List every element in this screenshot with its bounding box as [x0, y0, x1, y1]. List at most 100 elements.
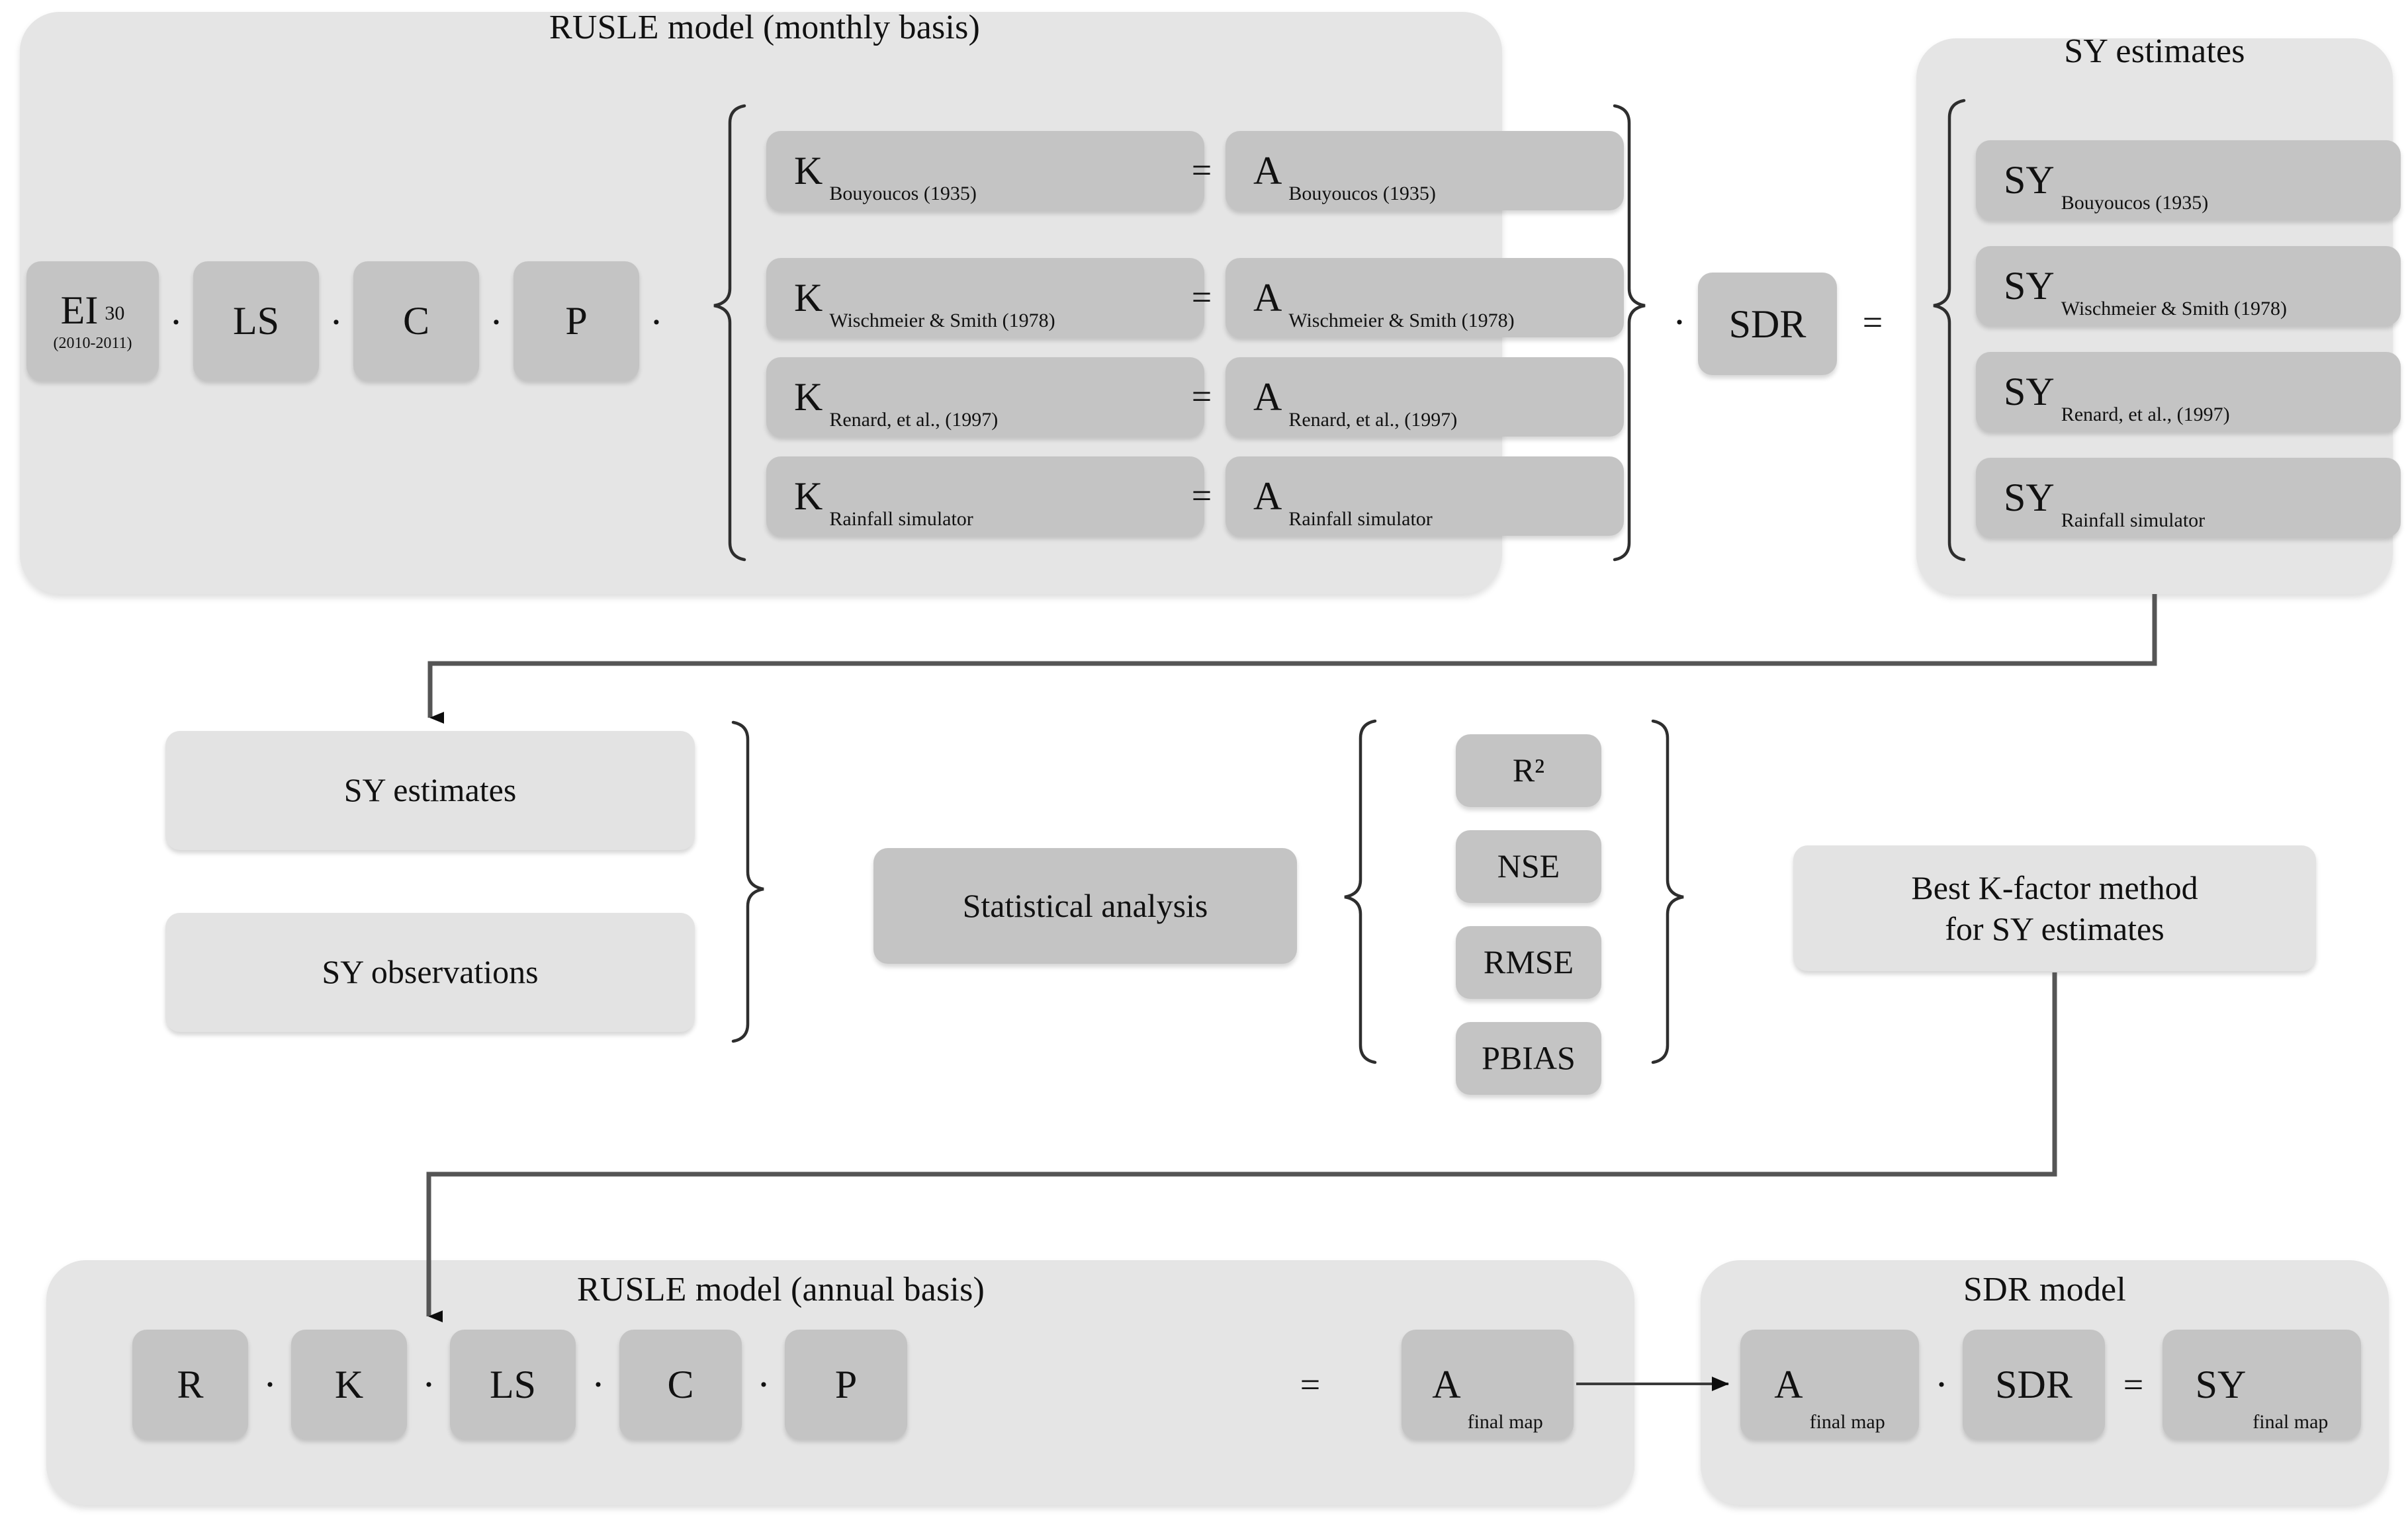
a-sub: Bouyoucos (1935) [1288, 183, 1436, 204]
output-main: SY [2195, 1362, 2247, 1406]
input-main: A [1774, 1362, 1803, 1406]
k-factor-chip-wischmeier-smith: K Wischmeier & Smith (1978) [766, 258, 1204, 337]
sdr-input-chip-a-final-map: A final map [1740, 1330, 1919, 1439]
best-k-factor-line1: Best K-factor method [1911, 869, 2198, 906]
a-sub: Renard, et al., (1997) [1288, 409, 1458, 431]
factor-main: C [667, 1362, 694, 1406]
input-sub: final map [1809, 1411, 1885, 1433]
annual-factor-chip-c: C [619, 1330, 742, 1439]
factor-chip-ls: LS [193, 261, 319, 380]
statistical-analysis-label: Statistical analysis [962, 886, 1208, 924]
metric-chip-rmse: RMSE [1456, 926, 1601, 999]
equals-k-a-3: = [1191, 376, 1212, 416]
sy-estimate-chip-wischmeier-smith: SY Wischmeier & Smith (1978) [1976, 246, 2401, 325]
sy-estimate-chip-bouyoucos: SY Bouyoucos (1935) [1976, 140, 2401, 220]
brace-metrics-right [1651, 719, 1684, 1064]
a-main: A [1253, 276, 1282, 320]
factor-chip-ei30: EI 30 (2010-2011) [26, 261, 159, 380]
panel-rusle-monthly-title: RUSLE model (monthly basis) [549, 9, 981, 46]
middle-input-label: SY observations [322, 953, 539, 991]
equals-k-a-2: = [1191, 277, 1212, 317]
metric-label: RMSE [1483, 943, 1574, 981]
sdr-chip: SDR [1698, 273, 1837, 375]
a-factor-chip-wischmeier-smith: A Wischmeier & Smith (1978) [1226, 258, 1624, 337]
annual-factor-chip-r: R [132, 1330, 248, 1439]
annual-factor-chip-ls: LS [450, 1330, 576, 1439]
sy-estimate-chip-renard: SY Renard, et al., (1997) [1976, 352, 2401, 431]
factor-main: K [334, 1362, 364, 1406]
a-factor-chip-renard: A Renard, et al., (1997) [1226, 357, 1624, 437]
factor-main: P [834, 1362, 858, 1406]
k-factor-chip-rainfall-simulator: K Rainfall simulator [766, 456, 1204, 536]
k-sub: Renard, et al., (1997) [829, 409, 999, 431]
middle-chip-sy-estimates: SY estimates [165, 731, 695, 850]
factor-sub: 30 [105, 302, 125, 324]
output-main: A [1432, 1362, 1461, 1406]
middle-input-label: SY estimates [343, 771, 517, 809]
factor-main: LS [489, 1362, 537, 1406]
sdr-main: SDR [1995, 1362, 2073, 1406]
sy-main: SY [2004, 158, 2055, 202]
output-sub: final map [1467, 1411, 1543, 1433]
metric-chip-nse: NSE [1456, 830, 1601, 903]
a-factor-chip-rainfall-simulator: A Rainfall simulator [1226, 456, 1624, 536]
sy-estimate-chip-rainfall-simulator: SY Rainfall simulator [1976, 458, 2401, 537]
k-main: K [794, 149, 823, 192]
brace-middle-inputs [731, 720, 764, 1043]
metric-label: NSE [1497, 847, 1560, 885]
factor-main: C [402, 299, 430, 343]
a-factor-chip-bouyoucos: A Bouyoucos (1935) [1226, 131, 1624, 210]
metric-chip-pbias: PBIAS [1456, 1022, 1601, 1095]
a-sub: Wischmeier & Smith (1978) [1288, 310, 1515, 331]
factor-main: LS [232, 299, 280, 343]
k-main: K [794, 474, 823, 518]
sy-sub: Renard, et al., (1997) [2061, 404, 2230, 425]
operator-dot-3: · [490, 300, 503, 344]
middle-chip-sy-observations: SY observations [165, 913, 695, 1032]
k-sub: Wischmeier & Smith (1978) [829, 310, 1055, 331]
panel-sy-estimates-title: SY estimates [2064, 32, 2245, 70]
annual-factor-chip-p: P [785, 1330, 907, 1439]
equals-k-a-1: = [1191, 150, 1212, 190]
k-main: K [794, 375, 823, 419]
metric-label: PBIAS [1482, 1039, 1576, 1077]
connector-sy-panel-to-middle [427, 594, 2157, 724]
sdr-model-chip-sdr: SDR [1963, 1330, 2105, 1439]
sy-main: SY [2004, 264, 2055, 308]
operator-dot-a3: · [592, 1363, 605, 1406]
panel-sdr-model-title: SDR model [1963, 1271, 2126, 1308]
brace-metrics-left [1344, 719, 1377, 1064]
a-main: A [1253, 474, 1282, 518]
output-sub: final map [2252, 1411, 2329, 1433]
k-factor-chip-bouyoucos: K Bouyoucos (1935) [766, 131, 1204, 210]
sdr-label: SDR [1728, 302, 1806, 346]
factor-note: (2010-2011) [53, 335, 132, 352]
k-sub: Bouyoucos (1935) [829, 183, 977, 204]
operator-dot-4: · [650, 300, 663, 344]
sy-main: SY [2004, 476, 2055, 519]
sy-sub: Wischmeier & Smith (1978) [2061, 298, 2287, 320]
operator-dot-a1: · [263, 1363, 277, 1406]
sy-sub: Bouyoucos (1935) [2061, 192, 2209, 214]
annual-output-chip-a-final-map: A final map [1402, 1330, 1574, 1439]
equals-k-a-4: = [1191, 476, 1212, 515]
factor-main: P [565, 299, 588, 343]
operator-dot-sdr: · [1673, 300, 1686, 344]
operator-dot-a2: · [422, 1363, 435, 1406]
operator-dot-1: · [169, 300, 183, 344]
annual-factor-chip-k: K [291, 1330, 407, 1439]
panel-rusle-annual-title: RUSLE model (annual basis) [576, 1271, 985, 1308]
best-k-factor-result-chip: Best K-factor method for SY estimates [1793, 845, 2316, 971]
factor-chip-p: P [513, 261, 639, 380]
operator-dot-a4: · [757, 1363, 770, 1406]
equals-annual: = [1300, 1365, 1321, 1404]
operator-dot-sdr-model: · [1935, 1363, 1948, 1406]
a-sub: Rainfall simulator [1288, 508, 1433, 530]
factor-chip-c: C [353, 261, 479, 380]
a-main: A [1253, 375, 1282, 419]
metric-label: R² [1512, 751, 1545, 789]
k-main: K [794, 276, 823, 320]
factor-main: R [177, 1362, 204, 1406]
statistical-analysis-chip: Statistical analysis [873, 848, 1297, 964]
metric-chip-r2: R² [1456, 734, 1601, 807]
